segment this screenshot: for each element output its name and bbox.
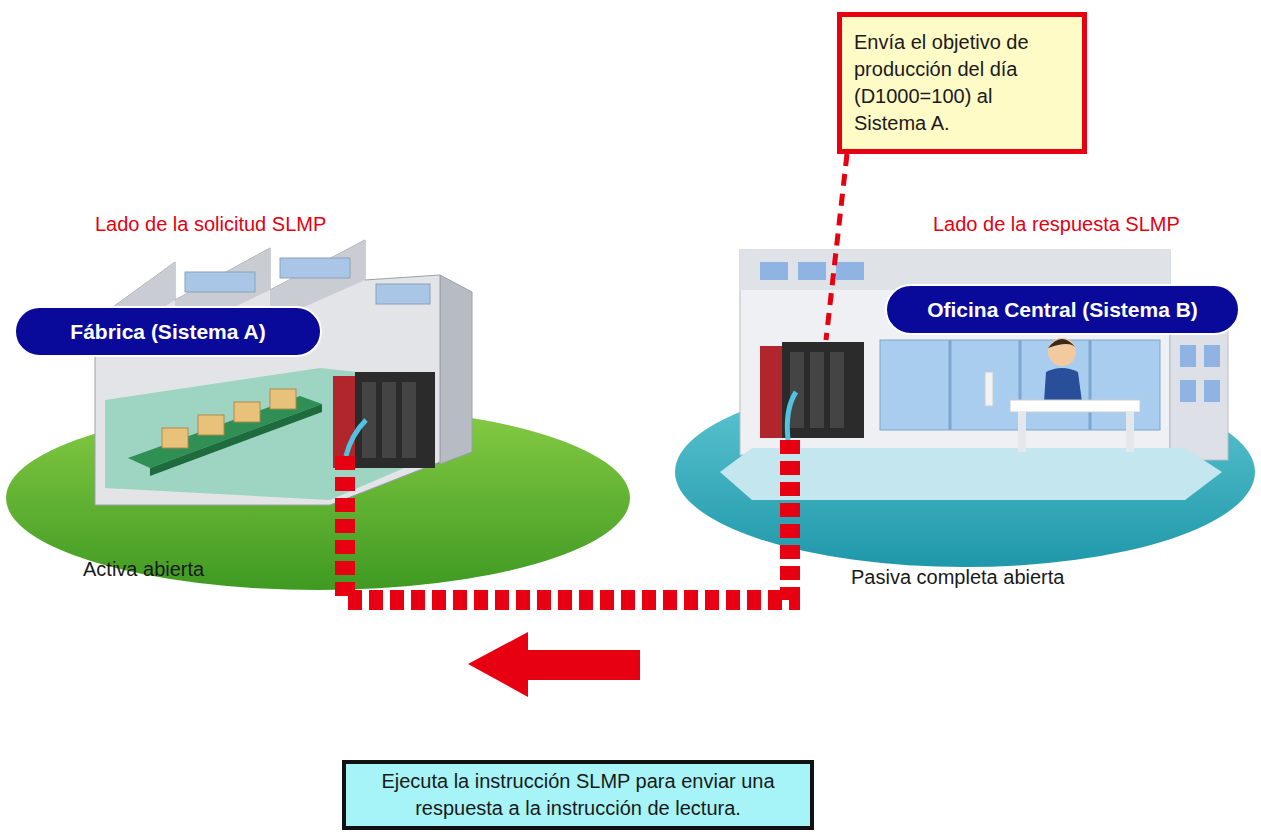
plc-unit [787, 392, 796, 440]
node-text: Oficina Central (Sistema B) [927, 298, 1198, 322]
office-building [760, 262, 788, 280]
office-worker [985, 372, 993, 406]
factory-building [95, 240, 440, 505]
plc-unit [346, 420, 366, 456]
node-text: Fábrica (Sistema A) [70, 320, 265, 344]
office-building [1204, 380, 1220, 402]
factory-building [440, 275, 472, 464]
office-building [836, 262, 864, 280]
conveyor [198, 415, 224, 435]
factory-building [185, 272, 255, 292]
open-mode-label: Activa abierta [83, 558, 204, 581]
instruction-box: Ejecuta la instrucción SLMP para enviar … [342, 760, 814, 830]
office-building [1204, 345, 1220, 367]
factory-building [376, 284, 430, 304]
side-heading: Lado de la respuesta SLMP [933, 213, 1180, 236]
direction-arrow [468, 632, 640, 697]
office-building [1089, 340, 1092, 430]
leader-line [826, 154, 847, 340]
office-building [740, 250, 1170, 455]
office-building [949, 340, 952, 430]
plc-unit [790, 352, 804, 428]
conveyor [234, 402, 260, 422]
plc-unit [760, 346, 782, 438]
network-cable [345, 440, 790, 600]
office-worker [1126, 412, 1134, 452]
factory-building [95, 240, 472, 505]
side-heading: Lado de la solicitud SLMP [95, 213, 326, 236]
office-worker [1044, 368, 1082, 402]
office-worker [1018, 412, 1026, 452]
factory-building [280, 258, 350, 278]
plc-unit [782, 342, 864, 438]
direction-arrow [468, 632, 640, 697]
site-badge: Fábrica (Sistema A) [14, 306, 322, 357]
plc-unit [402, 382, 416, 458]
office-building [798, 262, 826, 280]
plc-unit [355, 372, 435, 468]
office-worker [985, 338, 1140, 452]
office-building [1180, 380, 1196, 402]
conveyor [162, 428, 188, 448]
plc-unit [760, 342, 864, 440]
open-mode-label: Pasiva completa abierta [851, 566, 1064, 589]
plc-unit [333, 372, 435, 468]
plc-unit [830, 352, 844, 428]
plc-unit [810, 352, 824, 428]
callout-box: Envía el objetivo de producción del día … [837, 12, 1087, 154]
site-badge: Oficina Central (Sistema B) [885, 284, 1240, 335]
office-building [1180, 345, 1196, 367]
conveyor [128, 389, 322, 476]
factory-building [105, 368, 432, 500]
office-worker [1048, 339, 1076, 348]
plc-unit [382, 382, 396, 458]
conveyor [270, 389, 296, 409]
node-text: Ejecuta la instrucción SLMP para enviar … [358, 768, 798, 822]
network-cable [345, 440, 790, 600]
office-worker [1048, 338, 1076, 366]
office-worker [1010, 400, 1140, 412]
node-text: Envía el objetivo de producción del día … [854, 29, 1066, 137]
